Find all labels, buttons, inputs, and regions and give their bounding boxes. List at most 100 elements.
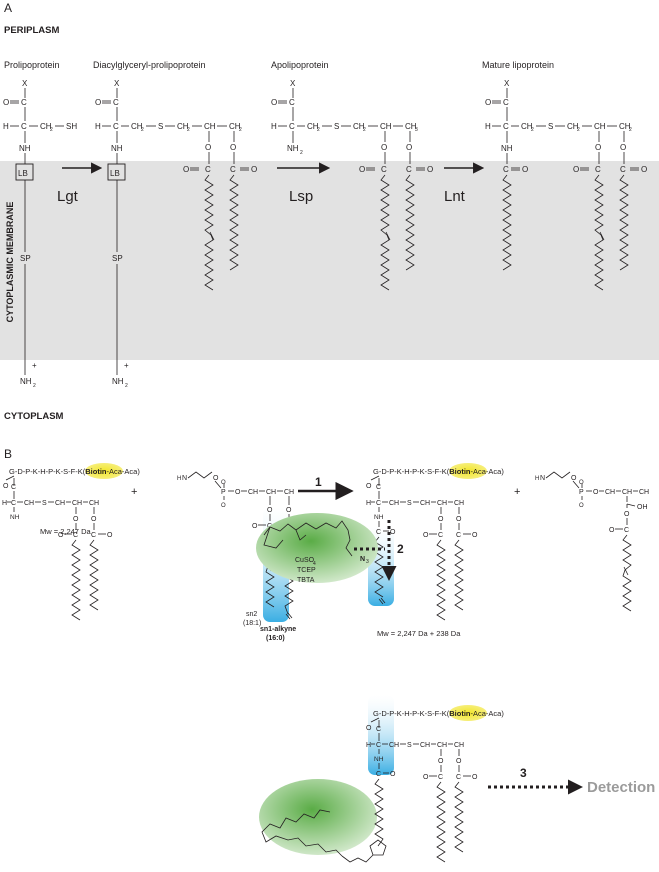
svg-text:X: X	[114, 79, 120, 88]
svg-text:NH: NH	[287, 144, 299, 153]
dye-azide-reagent: CuSO 4 TCEP TBTA N 3	[256, 513, 378, 584]
svg-text:O: O	[522, 165, 528, 174]
svg-text:O: O	[359, 165, 365, 174]
svg-text:S: S	[407, 742, 412, 749]
svg-text:N: N	[540, 475, 545, 482]
svg-text:H: H	[3, 122, 9, 131]
svg-text:O: O	[95, 98, 101, 107]
svg-text:CH: CH	[405, 122, 417, 131]
svg-text:C: C	[438, 532, 443, 539]
svg-text:CH: CH	[177, 122, 189, 131]
svg-text:O: O	[107, 532, 113, 539]
svg-text:LB: LB	[110, 169, 120, 178]
svg-text:C: C	[438, 774, 443, 781]
svg-text:C: C	[11, 484, 16, 491]
svg-text:O: O	[579, 503, 584, 509]
svg-text:CuSO: CuSO	[295, 557, 315, 564]
svg-text:S: S	[407, 500, 412, 507]
svg-text:O: O	[286, 507, 292, 514]
svg-text:2: 2	[50, 127, 53, 133]
svg-text:4: 4	[313, 561, 316, 567]
svg-text:CH: CH	[131, 122, 143, 131]
svg-text:H: H	[271, 122, 277, 131]
svg-text:CH: CH	[72, 500, 82, 507]
plus-2: +	[514, 486, 520, 498]
svg-text:N: N	[360, 556, 365, 563]
svg-text:O: O	[230, 143, 236, 152]
svg-text:2: 2	[531, 127, 534, 133]
membrane-label: CYTOPLASMIC MEMBRANE	[5, 202, 15, 323]
svg-text:S: S	[548, 122, 553, 131]
svg-text:CH: CH	[55, 500, 65, 507]
svg-text:C: C	[113, 122, 119, 131]
svg-text:NH: NH	[10, 514, 20, 521]
svg-text:C: C	[73, 532, 78, 539]
svg-text:O: O	[390, 529, 396, 536]
step-1-label: 1	[315, 475, 322, 489]
svg-text:(16:0): (16:0)	[266, 635, 285, 642]
svg-text:O: O	[213, 475, 219, 482]
peptide-lipoprotein-1: G-D-P-K-H-P-K-S-F-K(Biotin-Aca-Aca) O C …	[2, 463, 140, 621]
svg-text:NH: NH	[20, 377, 32, 386]
svg-text:LB: LB	[18, 169, 28, 178]
diacylglyceryl-structure: X O C H C CH 2 S CH 2 CH CH 2 NH LB SP +…	[95, 79, 257, 389]
svg-text:O: O	[3, 483, 9, 490]
svg-text:S: S	[42, 500, 47, 507]
plus-1: +	[131, 486, 137, 498]
svg-text:C: C	[620, 165, 626, 174]
svg-text:C: C	[376, 726, 381, 733]
svg-text:CH: CH	[619, 122, 631, 131]
svg-text:NH: NH	[374, 514, 384, 521]
svg-text:C: C	[91, 532, 96, 539]
enzyme-lgt: Lgt	[57, 188, 79, 205]
svg-text:O: O	[427, 165, 433, 174]
svg-text:H: H	[366, 742, 371, 749]
stage-apolipoprotein: Apolipoprotein	[271, 60, 329, 70]
stage-prolipoprotein: Prolipoprotein	[4, 60, 60, 70]
svg-text:CH: CH	[437, 742, 447, 749]
svg-text:O: O	[73, 516, 79, 523]
svg-text:X: X	[504, 79, 510, 88]
svg-text:O: O	[271, 98, 277, 107]
svg-text:O: O	[366, 483, 372, 490]
svg-text:X: X	[22, 79, 28, 88]
svg-text:O: O	[573, 165, 579, 174]
stage-diacylglyceryl: Diacylglyceryl-prolipoprotein	[93, 60, 206, 70]
svg-text:CH: CH	[380, 122, 392, 131]
svg-text:C: C	[595, 165, 601, 174]
svg-text:Mw = 2,247 Da + 238 Da: Mw = 2,247 Da + 238 Da	[377, 629, 461, 638]
svg-text:3: 3	[366, 559, 369, 565]
svg-text:O: O	[267, 507, 273, 514]
svg-text:CH: CH	[89, 500, 99, 507]
svg-text:CH: CH	[266, 489, 276, 496]
svg-text:O: O	[438, 516, 444, 523]
svg-text:O: O	[472, 774, 478, 781]
svg-text:H: H	[485, 122, 491, 131]
svg-text:CH: CH	[437, 500, 447, 507]
svg-text:C: C	[381, 165, 387, 174]
svg-text:O: O	[624, 511, 630, 518]
svg-text:O: O	[221, 480, 226, 486]
svg-text:TCEP: TCEP	[297, 567, 316, 574]
svg-text:CH: CH	[420, 742, 430, 749]
mature-lipoprotein-structure: X O C H C CH 2 S CH 2 CH CH 2 NH C O O O…	[485, 79, 647, 291]
svg-text:O: O	[366, 725, 372, 732]
svg-text:NH: NH	[112, 377, 124, 386]
svg-text:CH: CH	[389, 742, 399, 749]
svg-text:CH: CH	[639, 489, 649, 496]
enzyme-lnt: Lnt	[444, 188, 466, 205]
svg-text:O: O	[183, 165, 189, 174]
svg-text:O: O	[252, 523, 258, 530]
svg-text:CH: CH	[40, 122, 52, 131]
lysophospholipid: H N O P O O O CH CH CH OH O C O	[535, 471, 649, 612]
cytoplasm-label: CYTOPLASM	[4, 411, 64, 422]
svg-text:C: C	[289, 122, 295, 131]
svg-text:O: O	[456, 516, 462, 523]
svg-text:O: O	[571, 475, 577, 482]
apolipoprotein-structure: X O C H C CH 2 S CH 2 CH CH 3 NH 2 O O C…	[271, 79, 433, 291]
svg-text:Mw = 2,247 Da: Mw = 2,247 Da	[40, 527, 91, 536]
step-2-label: 2	[397, 542, 404, 556]
prolipoprotein-structure: X O C H C CH 2 SH NH LB SP + NH 2	[3, 79, 77, 389]
svg-text:2: 2	[141, 127, 144, 133]
panel-b-label: B	[4, 447, 12, 461]
